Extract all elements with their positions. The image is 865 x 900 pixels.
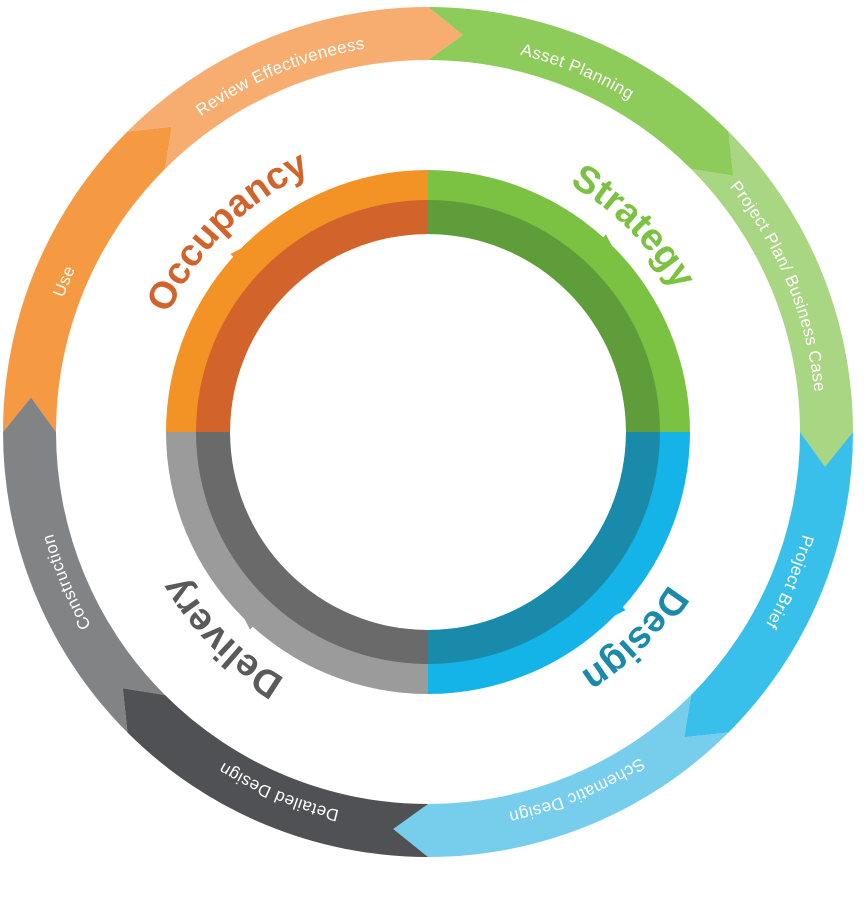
step-detailed-design: Detailed Design <box>122 688 428 857</box>
step-segment <box>122 688 428 857</box>
step-project-plan: Project Plan/ Business Case <box>691 131 853 467</box>
phase-strategy <box>428 170 690 432</box>
step-project-brief: Project Brief <box>684 432 853 738</box>
phase-arrow-icon <box>591 595 626 628</box>
step-asset-planning: Asset Planning <box>428 7 734 176</box>
step-construction: Construction <box>3 397 165 733</box>
inner-phase-ring <box>166 170 690 694</box>
step-use: Use <box>3 126 172 432</box>
phase-arrow-icon <box>230 236 265 269</box>
step-segment <box>393 695 729 857</box>
step-segment <box>684 432 853 738</box>
phase-band-inner <box>196 432 428 664</box>
phase-arrow-icon <box>232 595 265 630</box>
phase-band-inner <box>428 432 660 664</box>
step-segment <box>428 7 734 176</box>
step-segment <box>3 397 165 733</box>
step-segment <box>3 126 172 432</box>
phase-band-inner <box>196 200 428 432</box>
phase-occupancy <box>166 170 428 432</box>
phase-design <box>428 432 690 694</box>
step-schematic-design: Schematic Design <box>393 695 729 857</box>
step-segment <box>127 6 463 169</box>
step-segment <box>691 131 853 467</box>
phase-arrow-icon <box>591 234 624 269</box>
phase-band-inner <box>428 200 660 432</box>
phase-delivery <box>166 432 428 694</box>
